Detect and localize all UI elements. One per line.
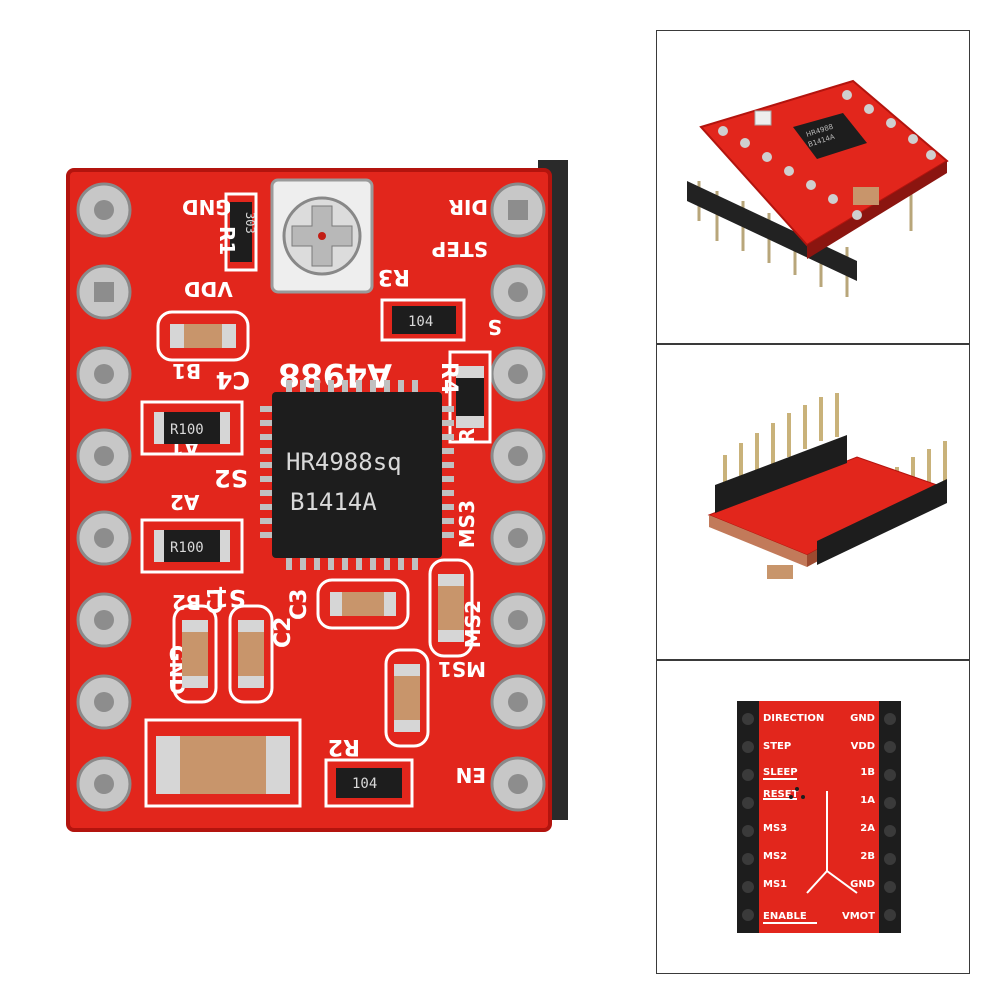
c2-label: C2 [271, 617, 296, 648]
resistor-r3: 104 R3 [378, 264, 466, 342]
back-label-left: RESET [763, 789, 799, 800]
c4-label: C4 [216, 366, 250, 394]
left-pin [76, 592, 132, 648]
r4-label: R4 [436, 362, 461, 394]
right-pin [490, 510, 546, 566]
back-label-right: 1B [860, 767, 875, 778]
r2-label: R2 [328, 734, 360, 759]
left-pin [76, 428, 132, 484]
back-label-left: SLEEP [763, 767, 798, 778]
r1-code: 303 [243, 212, 257, 234]
back-label-left: STEP [763, 741, 791, 752]
left-pin [76, 346, 132, 402]
right-pin-label: STEP [432, 237, 488, 261]
right-pin-column [490, 182, 546, 812]
back-label-right: VDD [851, 741, 875, 752]
c3-label: C3 [287, 589, 312, 620]
capacitor-c4: C4 [156, 310, 250, 394]
right-pin [490, 346, 546, 402]
back-label-right: 2A [860, 823, 875, 834]
sense-resistor-s2: R100 S2 [140, 400, 248, 492]
back-label-left: MS3 [763, 823, 787, 834]
right-pin [490, 428, 546, 484]
r3-label: R3 [378, 264, 410, 289]
potentiometer [754, 110, 772, 126]
driver-ic: HR4988sq B1414A [260, 380, 454, 570]
back-label-right: GND [850, 879, 875, 890]
header-block-left [715, 435, 847, 513]
back-silk-traces [763, 778, 858, 924]
header-block-right [817, 479, 947, 565]
resistor-r2: 104 R2 [324, 734, 414, 808]
back-vias [789, 787, 805, 799]
left-pin [76, 674, 132, 730]
resistor-r4: R4 [436, 350, 492, 444]
left-pin-label: VDD [184, 277, 233, 301]
left-pin-column [76, 182, 132, 812]
header-block-right [879, 701, 901, 933]
r2-code: 104 [352, 776, 377, 792]
capacitor-small [428, 558, 474, 658]
capacitor-c1: C1 [172, 585, 227, 704]
capacitor-large [853, 187, 879, 205]
sense-resistor-s1: R100 S1 [140, 518, 246, 612]
back-label-right: VMOT [842, 911, 875, 922]
capacitor-large [144, 718, 302, 808]
left-pin [76, 264, 132, 320]
c1-label: C1 [203, 585, 227, 614]
left-pin [76, 510, 132, 566]
right-pin-label: EN [456, 763, 486, 787]
right-pin [490, 592, 546, 648]
header-pin-ends [742, 713, 896, 921]
chip-line-1: HR4988sq [286, 448, 402, 476]
left-pin-label: B1 [172, 359, 201, 383]
thumbnail-top-angle[interactable]: HR4988 B1414A [656, 30, 970, 344]
right-pin-label: S [488, 315, 502, 339]
s2-label: S2 [214, 464, 248, 492]
capacitor-large [767, 565, 793, 579]
back-label-right: 1A [860, 795, 875, 806]
capacitor-c3: C3 [287, 578, 410, 630]
thumbnail-side-angle[interactable] [656, 344, 970, 660]
back-label-right: GND [850, 713, 875, 724]
right-pin [490, 674, 546, 730]
chip-line-2: B1414A [290, 488, 377, 516]
back-label-left: MS2 [763, 851, 787, 862]
right-pin [490, 182, 546, 238]
driver-ic [793, 113, 867, 159]
pcb-body [747, 701, 887, 933]
right-pin-label: MS1 [438, 657, 486, 681]
left-pin [76, 182, 132, 238]
back-label-right: 2B [860, 851, 875, 862]
r1-label: R1 [215, 226, 239, 255]
r3-code: 104 [408, 314, 433, 330]
thumbnail-back-view[interactable]: DIRECTION STEP SLEEP RESET MS3 MS2 MS1 E… [656, 660, 970, 974]
s2-code: R100 [170, 422, 204, 438]
left-pin [76, 756, 132, 812]
right-pin [490, 264, 546, 320]
left-pin-label: GND [182, 195, 232, 219]
s1-code: R100 [170, 540, 204, 556]
potentiometer [270, 178, 374, 294]
right-pin [490, 756, 546, 812]
capacitor-small [384, 648, 430, 748]
back-label-left: MS1 [763, 879, 787, 890]
capacitor-c2: C2 [228, 604, 296, 704]
left-pin-label: A2 [170, 490, 199, 514]
back-label-left: DIRECTION [763, 713, 824, 724]
right-pin-label: MS3 [455, 500, 479, 548]
back-label-left: ENABLE [763, 911, 807, 922]
resistor-r1: 303 R1 [215, 192, 258, 272]
right-pin-label: DIR [449, 195, 488, 219]
header-block-left [737, 701, 759, 933]
pin-pads [718, 90, 936, 220]
main-board-photo: GND VDD B1 A1 A2 B2 GND DIR STEP S RST M… [50, 140, 610, 860]
